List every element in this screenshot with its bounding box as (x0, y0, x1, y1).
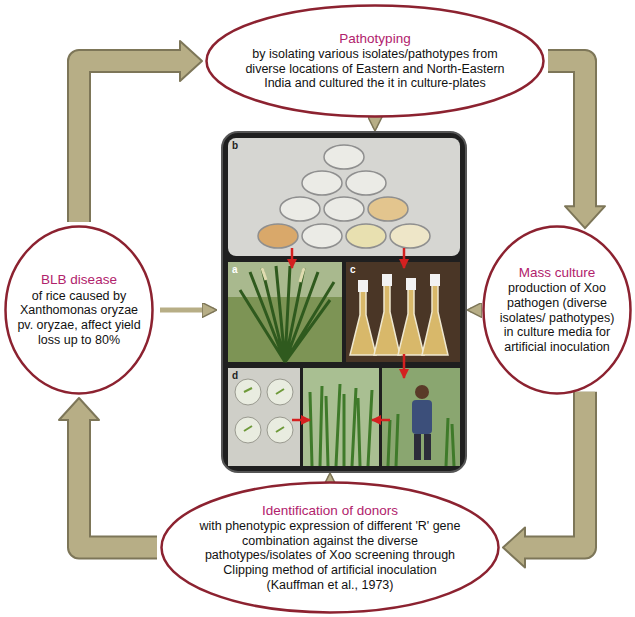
arrow-outline (79, 61, 180, 222)
red-arrow (403, 354, 406, 378)
petri-dish (346, 224, 386, 248)
photo-panel (382, 368, 460, 466)
rice-seedlings-photo (303, 368, 379, 466)
flask-cap (358, 280, 368, 292)
flask (350, 290, 376, 355)
rice-leaves (240, 266, 334, 362)
person-head (415, 385, 429, 399)
arrow-head (59, 398, 99, 420)
petri-dish (258, 224, 298, 248)
flask (374, 284, 400, 355)
flask-cap (430, 274, 440, 286)
node-text: BLB diseaseof rice caused by Xanthomonas… (17, 272, 141, 347)
ellipse-shape (207, 6, 544, 117)
red-arrow (291, 248, 294, 268)
arrow-body (522, 392, 585, 548)
rice-plants (310, 384, 372, 466)
cycle-arrow (503, 392, 585, 568)
ellipse-outline (205, 4, 545, 118)
panel-letter: d (232, 371, 238, 381)
greenhouse-photo (382, 368, 460, 466)
inward-arrow (470, 308, 482, 313)
petri-dish (324, 197, 364, 221)
photo-panel (303, 368, 379, 466)
inward-arrows (160, 120, 482, 482)
seedlings (244, 388, 284, 432)
petri-dish (324, 145, 364, 169)
ellipse-outline (160, 481, 500, 614)
cycle-arrow (548, 61, 605, 228)
ellipse-shape (6, 227, 153, 394)
process-circle: Mass cultureproduction of Xoo pathogen (… (482, 225, 632, 395)
arrow-body (548, 61, 585, 209)
arrow-body (79, 417, 157, 548)
inward-arrow (373, 120, 378, 128)
blight-lesion (262, 268, 304, 282)
flask-culture-photo (346, 262, 460, 362)
petri-dish (346, 171, 386, 195)
node-heading: Mass culture (495, 265, 619, 281)
photo-sky (228, 262, 342, 297)
inward-arrow (328, 476, 333, 482)
node-heading: Pathotyping (243, 31, 507, 47)
node-heading: Identification of donors (197, 503, 463, 519)
ellipse-shape (484, 227, 631, 394)
cycle-arrow (79, 41, 202, 222)
ellipse-outline (482, 225, 632, 395)
process-ellipse: Identification of donorswith phenotypic … (160, 481, 500, 614)
flask-cap (382, 274, 392, 286)
arrow-outline (79, 420, 157, 548)
petri-dish (390, 224, 430, 248)
node-body: production of Xoo pathogen (diverse isol… (495, 281, 619, 355)
seedling-dishes-photo (228, 368, 300, 466)
inward-arrow (160, 308, 214, 313)
arrow-head (565, 206, 605, 228)
red-arrow (292, 419, 310, 422)
flask-cap (406, 278, 416, 290)
petri-plates (228, 138, 460, 256)
red-arrow (372, 419, 390, 422)
arrow-head (503, 528, 525, 568)
infected-rice-photo (228, 262, 342, 362)
petri-dish (302, 224, 342, 248)
photo-panel (346, 262, 460, 362)
photo-arrows (292, 248, 404, 420)
process-circle: BLB diseaseof rice caused by Xanthomonas… (4, 225, 154, 395)
node-heading: BLB disease (17, 272, 141, 288)
node-body: of rice caused by Xanthomonas oryzae pv.… (17, 289, 141, 348)
panel-letter: b (232, 141, 238, 151)
photo-panel (228, 262, 342, 362)
arrow-head (180, 41, 202, 81)
ellipse-shape (162, 483, 499, 613)
node-text: Mass cultureproduction of Xoo pathogen (… (495, 265, 619, 355)
petri-dish (302, 171, 342, 195)
seedling-dish (235, 417, 261, 443)
node-body: with phenotypic expression of different … (197, 519, 463, 593)
node-text: Identification of donorswith phenotypic … (197, 503, 463, 593)
photo-panel (228, 368, 300, 466)
person-leg (424, 434, 431, 460)
plates-panel (228, 138, 460, 256)
node-text: Pathotypingby isolating various isolates… (243, 31, 507, 91)
panel-letter: a (232, 265, 238, 275)
collage-frame (222, 132, 466, 472)
panel-letter: c (350, 265, 356, 275)
cycle-arrow (59, 398, 157, 548)
petri-dish (280, 197, 320, 221)
node-body: by isolating various isolates/pathotypes… (243, 47, 507, 91)
arrow-body (79, 61, 183, 222)
person-leg (414, 434, 421, 460)
person-body (412, 400, 432, 434)
petri-dish (368, 197, 408, 221)
process-ellipse: Pathotypingby isolating various isolates… (205, 4, 545, 118)
red-arrow (403, 248, 406, 268)
flask (422, 284, 448, 355)
flask (398, 288, 424, 355)
seedling-dish (235, 379, 261, 405)
